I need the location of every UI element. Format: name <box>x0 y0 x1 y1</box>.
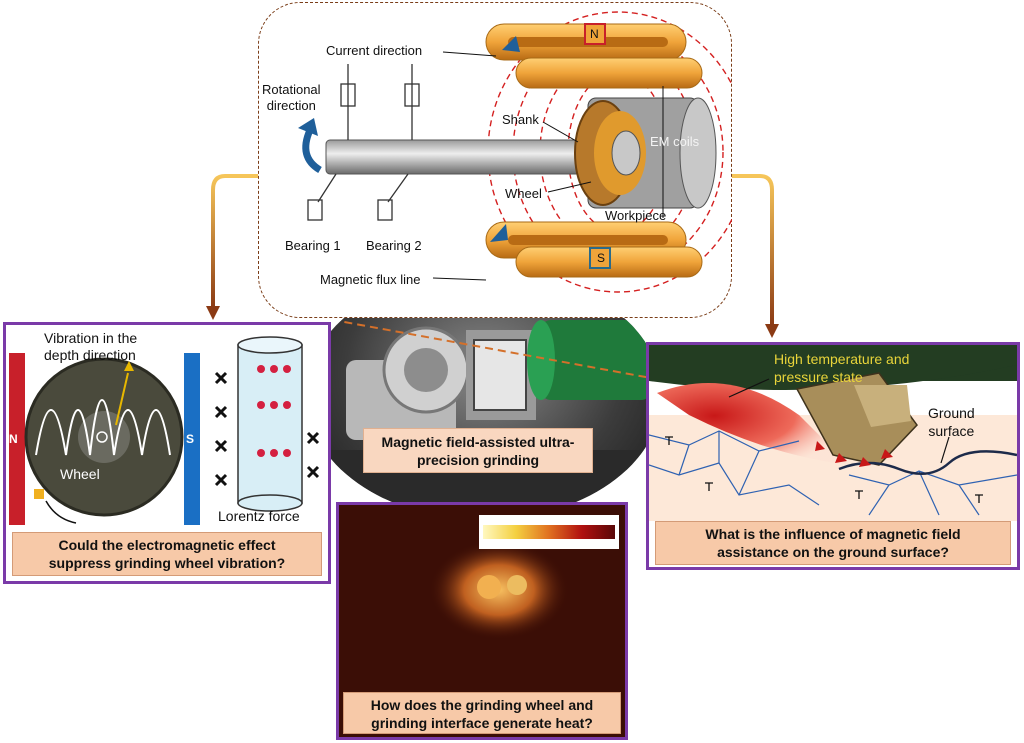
current-arrow-bottom <box>490 224 508 242</box>
label-pole-s-left: S <box>186 432 195 446</box>
label-rotational-direction: Rotational direction <box>262 82 321 113</box>
label-bearing-1: Bearing 1 <box>285 238 341 253</box>
ground-surface-line <box>838 450 1017 476</box>
label-vibration: Vibration in the depth direction <box>44 330 138 363</box>
field-x-marks <box>214 371 320 487</box>
rotation-arrow <box>302 128 322 174</box>
coil-top <box>485 23 703 89</box>
arrow-right <box>732 174 774 326</box>
heat-plume <box>657 382 849 465</box>
heat-colorbar <box>479 515 619 549</box>
schematic-diagram <box>298 11 732 293</box>
label-magnetic-flux-line: Magnetic flux line <box>320 272 421 287</box>
arrow-left <box>211 174 258 308</box>
heat-map <box>429 540 569 640</box>
label-lorentz-force: Lorentz force <box>218 508 300 524</box>
label-pole-s-top: S <box>597 251 606 265</box>
shank <box>325 139 587 175</box>
left-caption: Could the electromagnetic effect suppres… <box>12 532 322 576</box>
vibration-diagram <box>9 336 320 525</box>
magnet-n <box>9 353 25 525</box>
label-ground-surface: Ground surface <box>928 405 975 439</box>
bearing-supports <box>307 64 420 221</box>
label-bearing-2: Bearing 2 <box>366 238 422 253</box>
label-wheel-left: Wheel <box>60 466 100 482</box>
grain-boundaries <box>649 430 1017 516</box>
label-pole-n-left: N <box>9 432 18 446</box>
label-pole-n-top: N <box>590 27 599 41</box>
current-arrow-top <box>502 36 520 52</box>
label-current-direction: Current direction <box>326 43 423 58</box>
label-wheel: Wheel <box>505 186 542 201</box>
label-em-coils: EM coils <box>650 134 700 149</box>
bottom-caption: How does the grinding wheel and grinding… <box>343 692 621 734</box>
lorentz-particles <box>257 365 291 457</box>
magnet-s <box>184 353 200 525</box>
vibration-wave <box>35 399 171 456</box>
lorentz-cylinder <box>237 336 303 512</box>
right-caption: What is the influence of magnetic field … <box>655 521 1011 565</box>
label-workpiece: Workpiece <box>605 208 667 223</box>
label-high-temperature: High temperature and pressure state <box>774 351 910 385</box>
ground-surface-diagram <box>649 345 1017 521</box>
coil-bottom <box>485 221 703 278</box>
label-shank: Shank <box>502 112 539 127</box>
center-caption: Magnetic field-assisted ultra- precision… <box>363 428 593 473</box>
